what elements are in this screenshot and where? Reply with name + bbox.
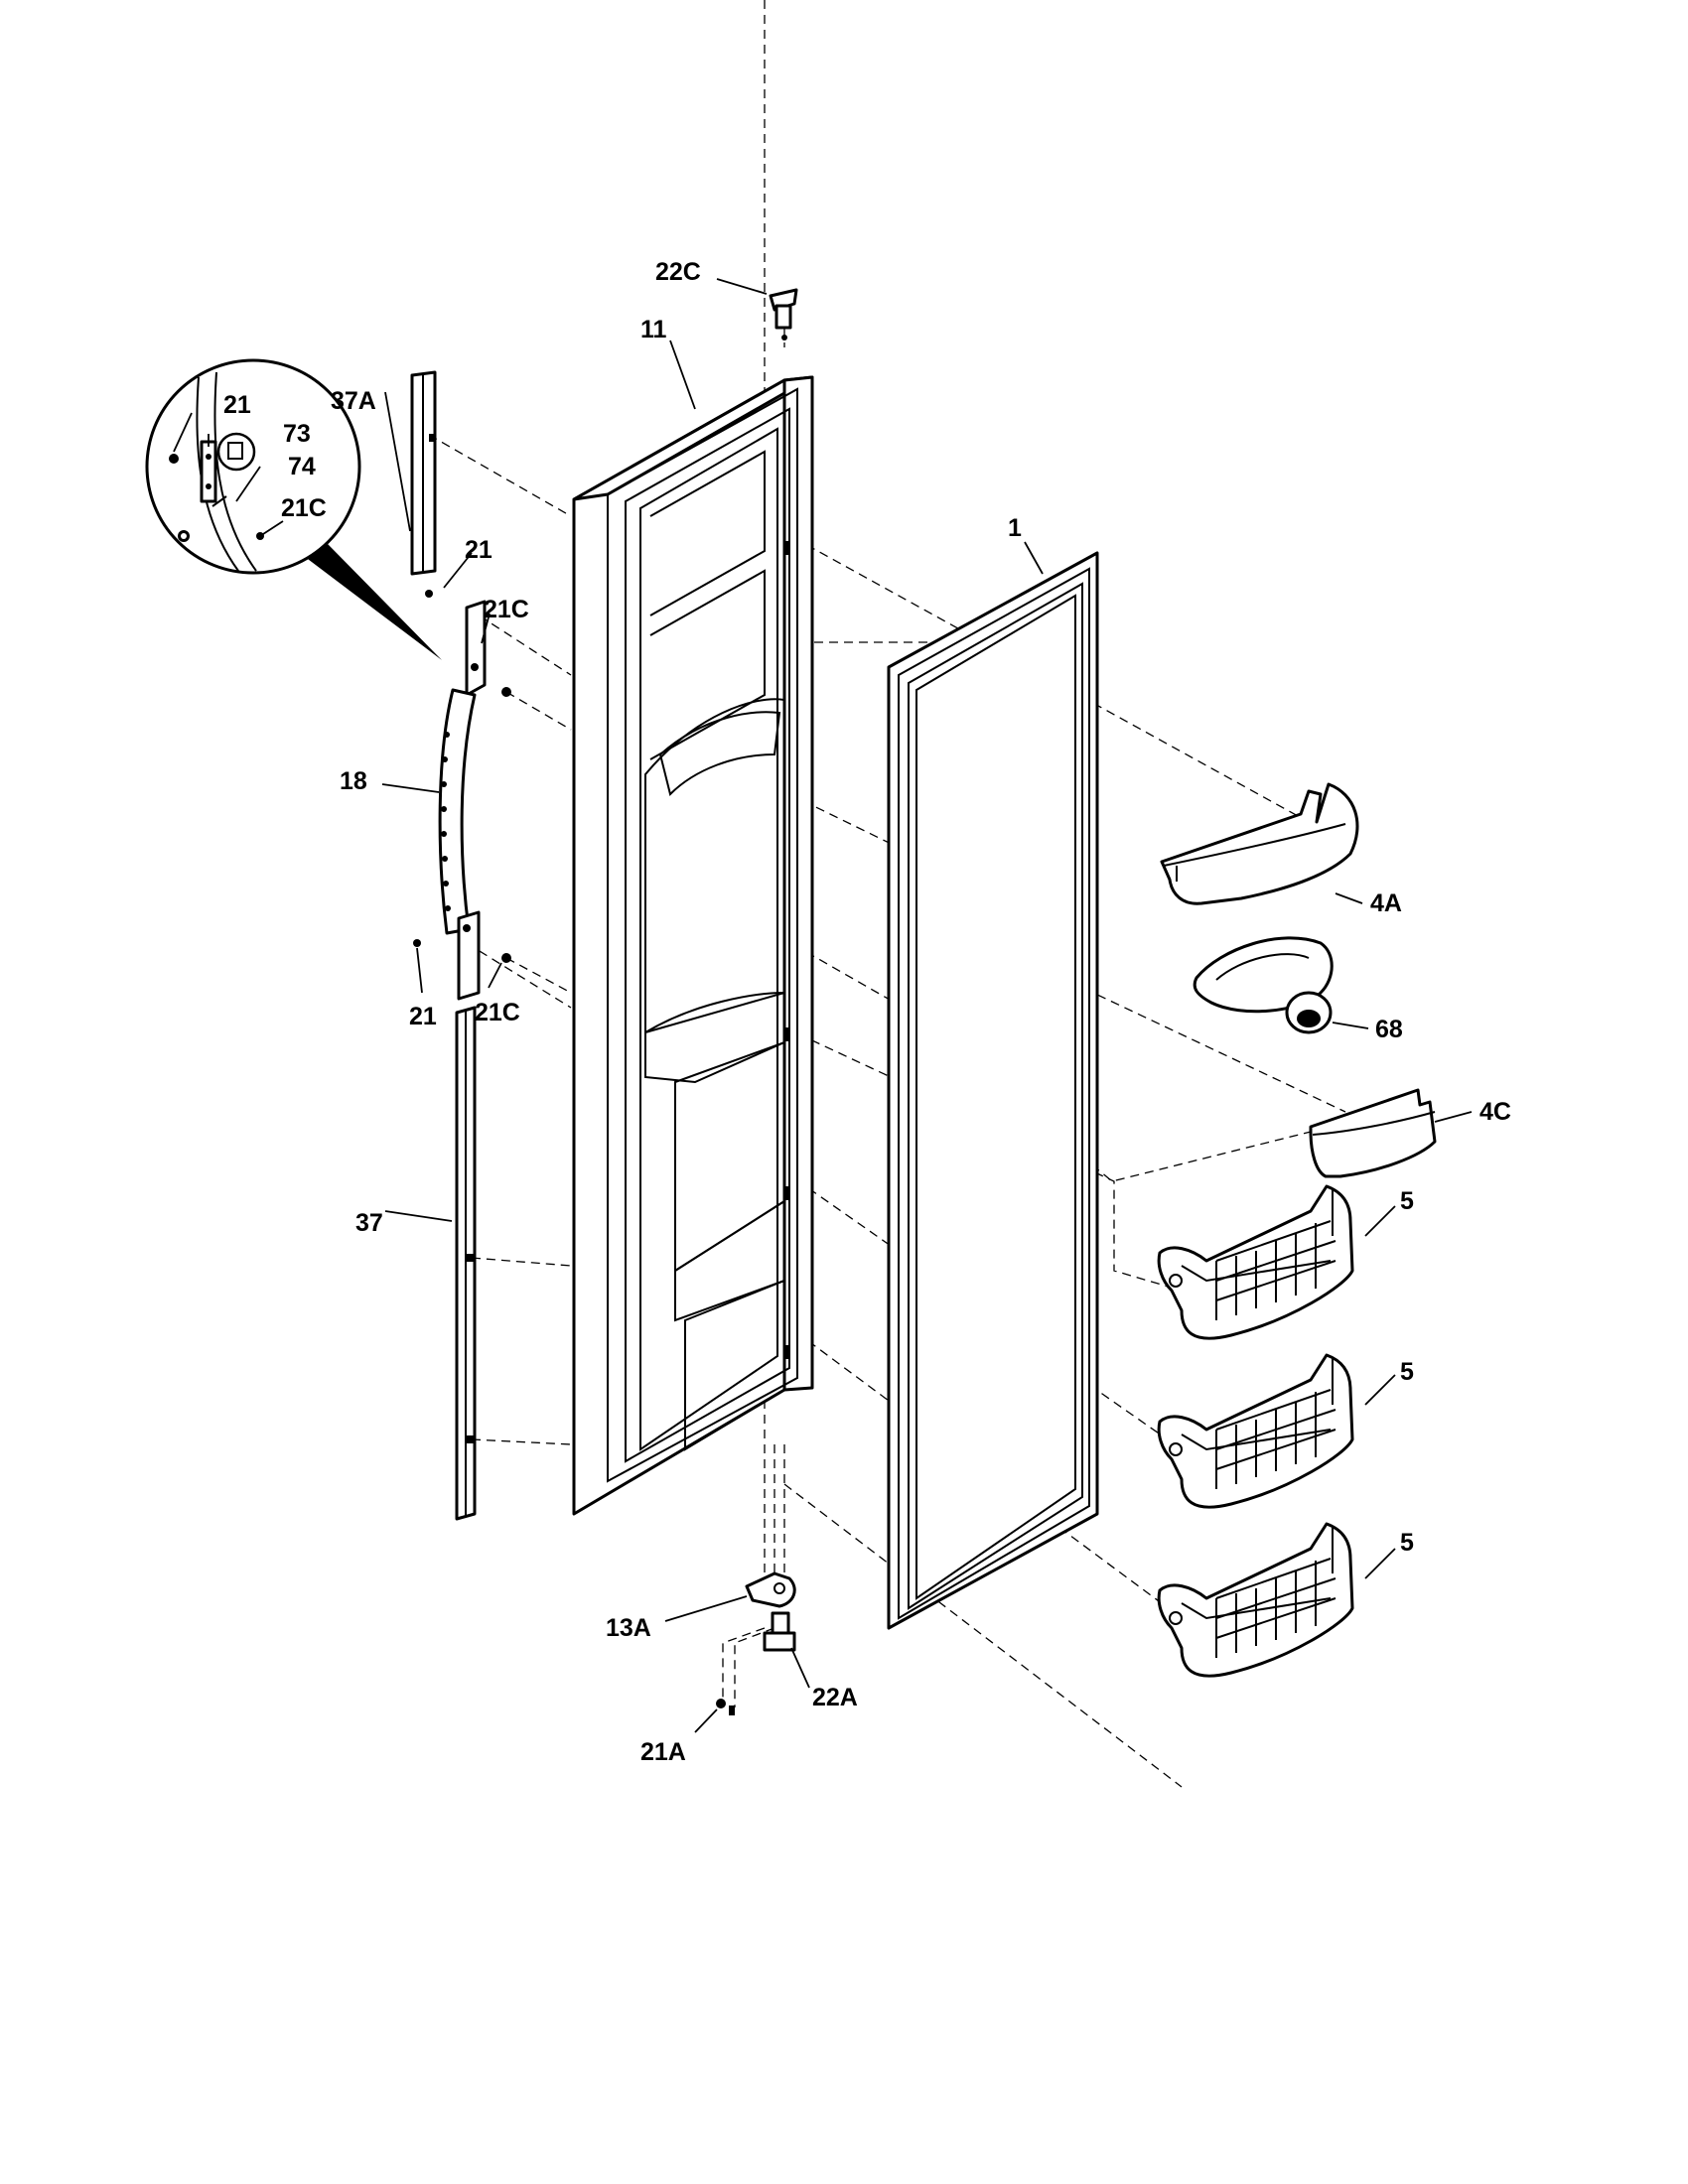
callout-11: 11 — [640, 316, 667, 343]
upper-trim — [410, 370, 437, 576]
callout-21-upper: 21 — [465, 536, 492, 564]
callout-68: 68 — [1375, 1016, 1403, 1043]
callout-labels: 22C 11 37A 1 21 73 74 21C 21 21C 18 4A 6… — [223, 258, 1511, 1766]
callout-18: 18 — [340, 767, 367, 795]
handle-screws — [413, 590, 511, 963]
bottom-hinge — [745, 1571, 796, 1608]
basket-bin-2 — [1157, 1353, 1354, 1509]
callout-21C-lower: 21C — [475, 999, 520, 1026]
callout-4A: 4A — [1370, 889, 1402, 917]
callout-37A: 37A — [331, 387, 376, 415]
callout-5-middle: 5 — [1400, 1358, 1414, 1386]
basket-bin-1 — [1157, 1184, 1354, 1340]
door-bin-middle — [1309, 1088, 1437, 1178]
hinge-pin-top — [769, 288, 798, 330]
callout-5-bottom: 5 — [1400, 1529, 1414, 1557]
detail-callout-21C: 21C — [281, 494, 327, 522]
basket-bin-3 — [1157, 1522, 1354, 1678]
leader-lines — [173, 278, 1473, 1733]
door-gasket — [887, 551, 1099, 1630]
detail-callout-73: 73 — [283, 420, 311, 448]
door-handle — [438, 600, 487, 1001]
detail-inset — [145, 358, 442, 660]
callout-22C: 22C — [655, 258, 701, 286]
callout-5-top: 5 — [1400, 1187, 1414, 1215]
detail-callout-74: 74 — [288, 453, 316, 480]
door-assembly — [572, 335, 814, 1516]
callout-13A: 13A — [606, 1614, 651, 1642]
callout-1: 1 — [1008, 514, 1022, 542]
callout-21C-upper: 21C — [484, 596, 529, 623]
door-bin-top — [1160, 782, 1359, 905]
hinge-pin-bottom — [763, 1611, 796, 1652]
callout-37: 37 — [355, 1209, 383, 1237]
screw-21a — [716, 1699, 735, 1715]
lower-trim — [455, 1006, 477, 1521]
dispenser-funnel — [1193, 936, 1334, 1034]
callout-21-lower: 21 — [409, 1003, 437, 1030]
callout-22A: 22A — [812, 1684, 858, 1711]
detail-callout-21: 21 — [223, 391, 251, 419]
callout-21A: 21A — [640, 1738, 686, 1766]
callout-4C: 4C — [1479, 1098, 1511, 1126]
